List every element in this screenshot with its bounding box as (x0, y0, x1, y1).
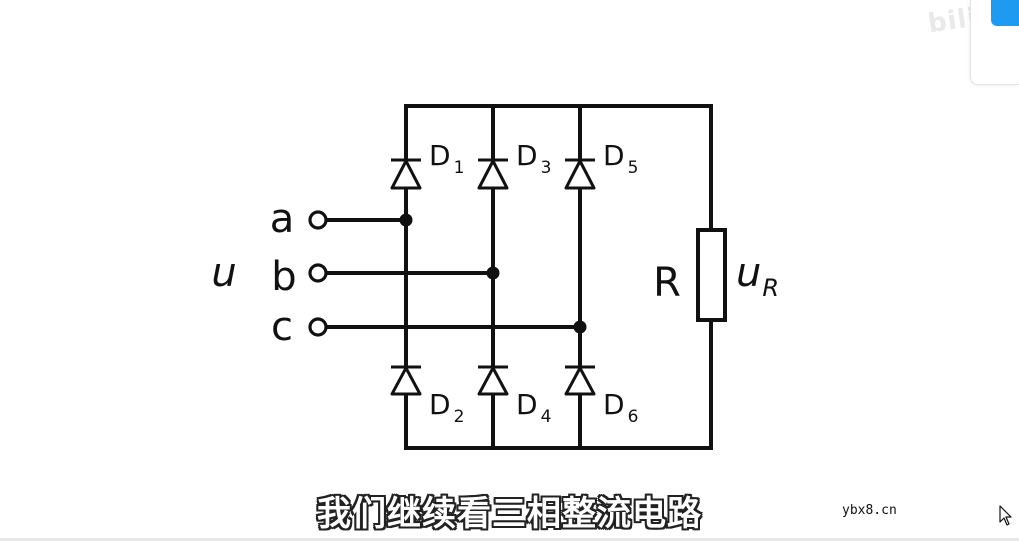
diode-d2 (390, 365, 422, 396)
terminal-b (308, 263, 328, 283)
diode-d5 (564, 158, 596, 190)
load-resistor (696, 228, 727, 322)
input-label-c: c (271, 304, 293, 350)
junction-c-dot (573, 320, 587, 334)
input-label-a: a (270, 196, 295, 242)
terminal-c (308, 317, 328, 337)
input-label-b: b (271, 254, 296, 300)
diode-d6 (564, 365, 596, 396)
terminal-a (308, 210, 328, 230)
load-voltage-label: uR (736, 250, 779, 302)
junction-b-dot (486, 266, 500, 280)
mouse-pointer-icon (999, 505, 1012, 526)
diode-d1 (390, 158, 422, 190)
resistor-label: R (653, 260, 681, 306)
diode-d3 (477, 158, 509, 190)
video-subtitle: 我们继续看三相整流电路 (317, 494, 702, 534)
diode-d4 (477, 365, 509, 396)
bottom-divider (0, 538, 1019, 541)
input-voltage-label-u: u (211, 250, 236, 296)
junction-a-dot (399, 213, 413, 227)
site-watermark-text: ybx8.cn (842, 503, 897, 518)
corner-blue-button[interactable] (991, 0, 1019, 26)
